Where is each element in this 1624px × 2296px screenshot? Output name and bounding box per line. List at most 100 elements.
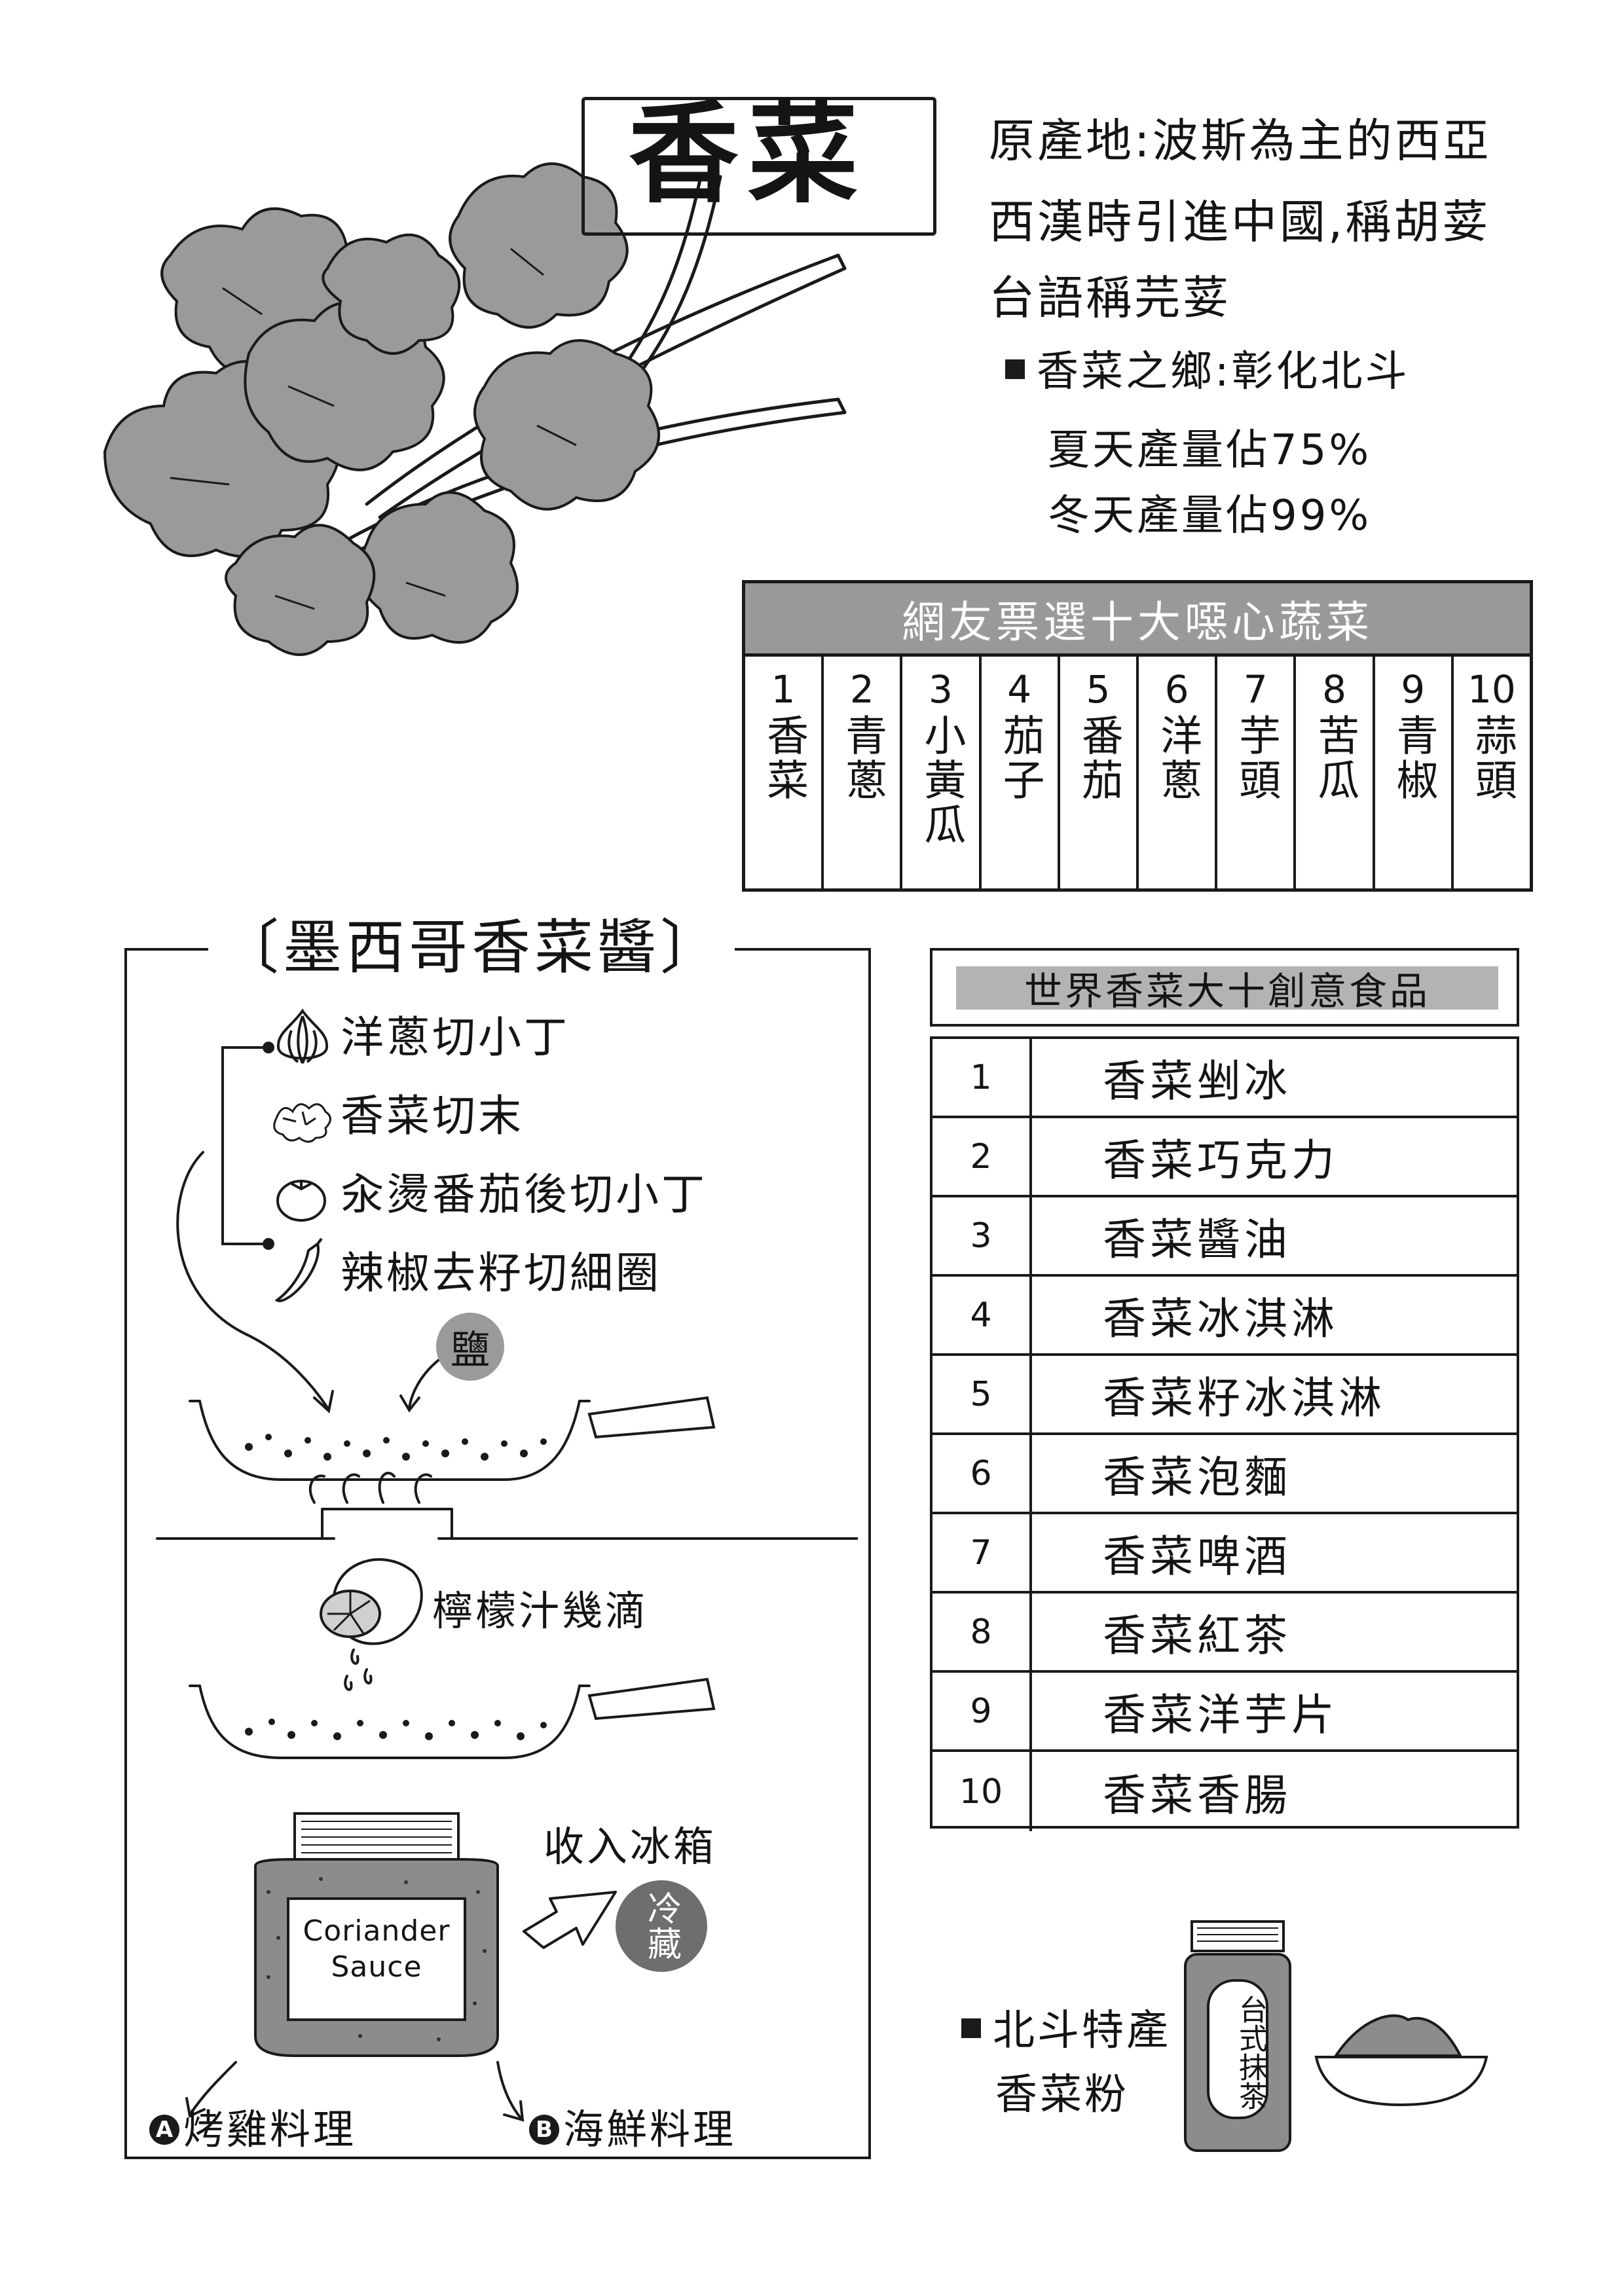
vote-rank: 4 xyxy=(1007,667,1032,712)
vote-vegetable: 番茄 xyxy=(1074,713,1123,803)
vote-vegetable: 洋蔥 xyxy=(1153,713,1202,803)
vote-rank: 1 xyxy=(771,667,796,712)
table-row: 3 香菜醬油 xyxy=(932,1197,1517,1277)
cold-storage-label: 冷藏 xyxy=(641,1891,681,1961)
onion-icon xyxy=(276,1008,329,1064)
option-b-letter: B xyxy=(529,2115,559,2145)
leaf xyxy=(473,339,660,511)
fridge-label: 收入冰箱 xyxy=(544,1823,717,1870)
chili-icon xyxy=(274,1237,323,1302)
table-row: 5 香菜籽冰淇淋 xyxy=(932,1356,1517,1435)
rank-food: 香菜啤酒 xyxy=(1103,1531,1291,1582)
vote-rank: 9 xyxy=(1401,667,1426,712)
table-row: 7 香菜啤酒 xyxy=(932,1514,1517,1594)
rank-food: 香菜紅茶 xyxy=(1103,1610,1291,1661)
rank-food: 香菜香腸 xyxy=(1103,1770,1291,1821)
ranking-title-box: 世界香菜大十創意食品 xyxy=(930,948,1519,1027)
rank-number: 3 xyxy=(932,1197,1032,1274)
bullet-square-icon xyxy=(1005,359,1025,379)
vote-rank: 10 xyxy=(1467,667,1516,712)
hometown-line: 香菜之鄉:彰化北斗 xyxy=(1005,351,1410,393)
sauce-jar xyxy=(254,1812,499,2057)
vote-rank: 3 xyxy=(929,667,953,712)
vote-vegetable: 茄子 xyxy=(995,713,1044,803)
title-box xyxy=(581,97,936,236)
powder-line1: 北斗特產 xyxy=(993,2007,1171,2055)
lemon-label: 檸檬汁幾滴 xyxy=(432,1587,649,1635)
salt-badge: 鹽 xyxy=(436,1313,504,1381)
leaf xyxy=(225,524,376,656)
recipe-step: 辣椒去籽切細圈 xyxy=(341,1248,661,1298)
rank-number: 7 xyxy=(932,1514,1032,1591)
rank-food: 香菜泡麵 xyxy=(1103,1451,1291,1503)
bullet-square-icon xyxy=(961,2018,981,2038)
jar-label: Coriander Sauce xyxy=(288,1913,465,1985)
salt-label: 鹽 xyxy=(451,1327,490,1374)
winter-output-text: 冬天產量佔99% xyxy=(1048,492,1372,540)
powder-line2: 香菜粉 xyxy=(995,2071,1129,2119)
table-row: 8 香菜紅茶 xyxy=(932,1594,1517,1673)
rank-number: 8 xyxy=(932,1594,1032,1670)
origin-text: 原產地:波斯為主的西亞 xyxy=(989,114,1492,168)
vote-vegetable: 芋頭 xyxy=(1232,713,1281,803)
rank-food: 香菜剉冰 xyxy=(1103,1055,1291,1106)
fridge-arrow-icon xyxy=(523,1891,617,1949)
vote-vegetable: 苦瓜 xyxy=(1310,713,1359,803)
option-a-letter: A xyxy=(149,2115,179,2145)
vote-vegetable: 蒜頭 xyxy=(1467,713,1517,803)
recipe-step: 洋蔥切小丁 xyxy=(341,1012,570,1063)
powder-bowl xyxy=(1314,2014,1488,2107)
rank-food: 香菜洋芋片 xyxy=(1103,1689,1338,1740)
page-title: 香菜 xyxy=(629,88,867,218)
vote-rank: 8 xyxy=(1322,667,1346,712)
vote-vegetable: 香菜 xyxy=(759,713,808,803)
vote-table-title: 網友票選十大噁心蔬菜 xyxy=(902,596,1373,647)
option-b-text: 海鮮料理 xyxy=(563,2105,737,2153)
hometown-text: 香菜之鄉:彰化北斗 xyxy=(1037,348,1410,396)
history-text: 西漢時引進中國,稱胡荽 xyxy=(989,195,1491,249)
vote-vegetable: 小黃瓜 xyxy=(917,713,966,847)
rank-number: 5 xyxy=(932,1356,1032,1432)
rank-food: 香菜籽冰淇淋 xyxy=(1103,1372,1386,1423)
recipe-step: 汆燙番茄後切小丁 xyxy=(341,1169,707,1220)
jar-label-line1: Coriander xyxy=(303,1914,451,1948)
powder-bottle xyxy=(1184,1920,1291,2152)
recipe-step: 香菜切末 xyxy=(341,1091,524,1141)
rank-food: 香菜巧克力 xyxy=(1103,1135,1338,1186)
rank-number: 1 xyxy=(932,1039,1032,1116)
ranking-title-fill: 世界香菜大十創意食品 xyxy=(956,966,1498,1013)
coriander-icon xyxy=(273,1103,331,1143)
vote-rank: 2 xyxy=(849,667,874,712)
rank-number: 4 xyxy=(932,1277,1032,1353)
table-row: 1 香菜剉冰 xyxy=(932,1039,1517,1118)
taiwanese-name-text: 台語稱芫荽 xyxy=(989,271,1231,325)
cold-storage-badge: 冷藏 xyxy=(616,1880,707,1972)
rank-number: 2 xyxy=(932,1118,1032,1195)
vote-table-header: 網友票選十大噁心蔬菜 xyxy=(745,583,1530,657)
vote-vegetable: 青椒 xyxy=(1389,713,1438,803)
cooking-illustration xyxy=(156,1151,858,1759)
vote-rank: 5 xyxy=(1086,667,1111,712)
jar-label-line2: Sauce xyxy=(331,1950,422,1984)
option-arrows xyxy=(185,2061,525,2122)
leaf xyxy=(322,233,461,355)
option-b: B 海鮮料理 xyxy=(529,2109,736,2150)
ranking-title: 世界香菜大十創意食品 xyxy=(1024,969,1430,1013)
option-a: A 烤雞料理 xyxy=(149,2109,356,2150)
rank-food: 香菜醬油 xyxy=(1103,1214,1291,1265)
summer-output-text: 夏天產量佔75% xyxy=(1048,426,1372,475)
